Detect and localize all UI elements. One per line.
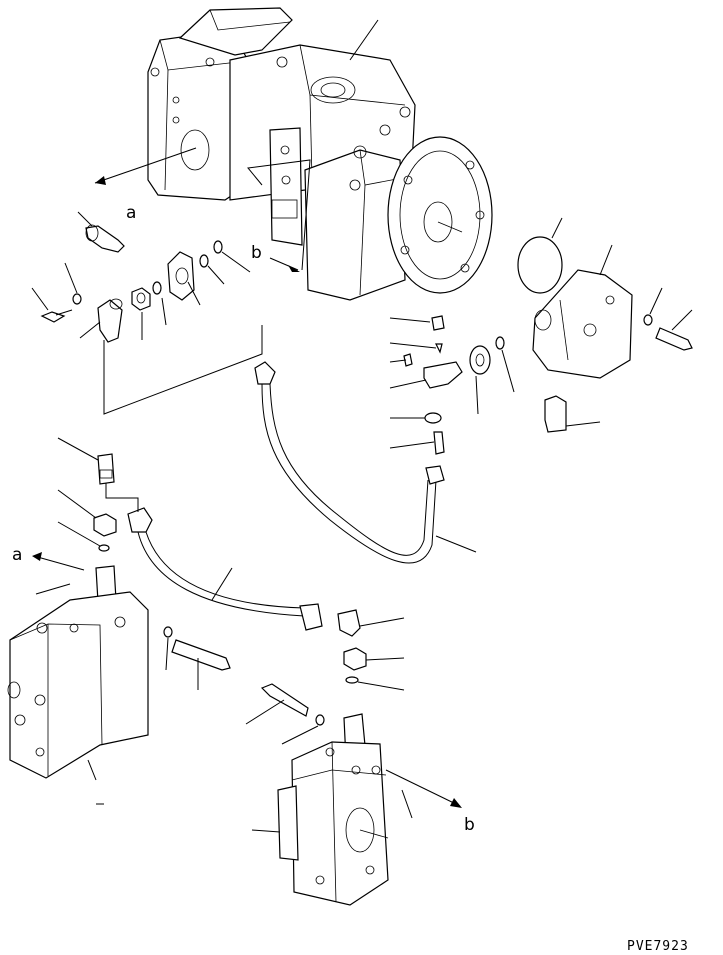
washer-2 — [213, 240, 223, 254]
label-a-bottom: a — [12, 545, 22, 565]
label-a-top: a — [126, 203, 136, 223]
main-pump-assembly — [147, 7, 493, 301]
gasket — [517, 236, 563, 294]
arrow-b-top — [247, 159, 311, 272]
swivel-elbow-top — [85, 224, 125, 253]
sensor-plug — [544, 395, 567, 433]
control-valve-left — [7, 565, 149, 779]
arrow-a-top — [94, 147, 197, 185]
control-valve-right — [277, 713, 389, 906]
o-ring-1 — [152, 281, 162, 295]
gear-pump — [532, 269, 633, 379]
washer-lower-right — [315, 714, 325, 726]
bolt-top-left — [40, 309, 73, 323]
nut-lower-right — [343, 647, 367, 671]
washer-lower-left — [163, 626, 173, 638]
nut-top — [131, 287, 151, 311]
hose-short — [127, 507, 323, 631]
label-b-top: b — [251, 243, 262, 263]
o-ring-lower-right — [345, 676, 359, 684]
elbow-fitting — [97, 298, 123, 343]
pressure-switch — [97, 453, 115, 485]
washer-right — [643, 314, 653, 326]
label-b-bottom: b — [464, 815, 475, 835]
arrow-b-bottom — [385, 769, 462, 808]
arrow-a-bottom — [32, 552, 85, 571]
nut-lower — [93, 513, 117, 537]
o-ring-lower — [98, 544, 110, 552]
drawing-code: PVE7923 — [627, 939, 689, 954]
elbow-lower — [337, 609, 361, 637]
bolt-right — [655, 327, 693, 351]
bolt-lower-left — [171, 639, 231, 671]
flange-adapter — [167, 251, 195, 301]
washer-small — [72, 293, 82, 305]
fitting-stack — [403, 315, 505, 455]
o-ring-2 — [199, 254, 209, 268]
hose-long — [254, 361, 445, 564]
bolt-lower-right — [260, 683, 309, 717]
